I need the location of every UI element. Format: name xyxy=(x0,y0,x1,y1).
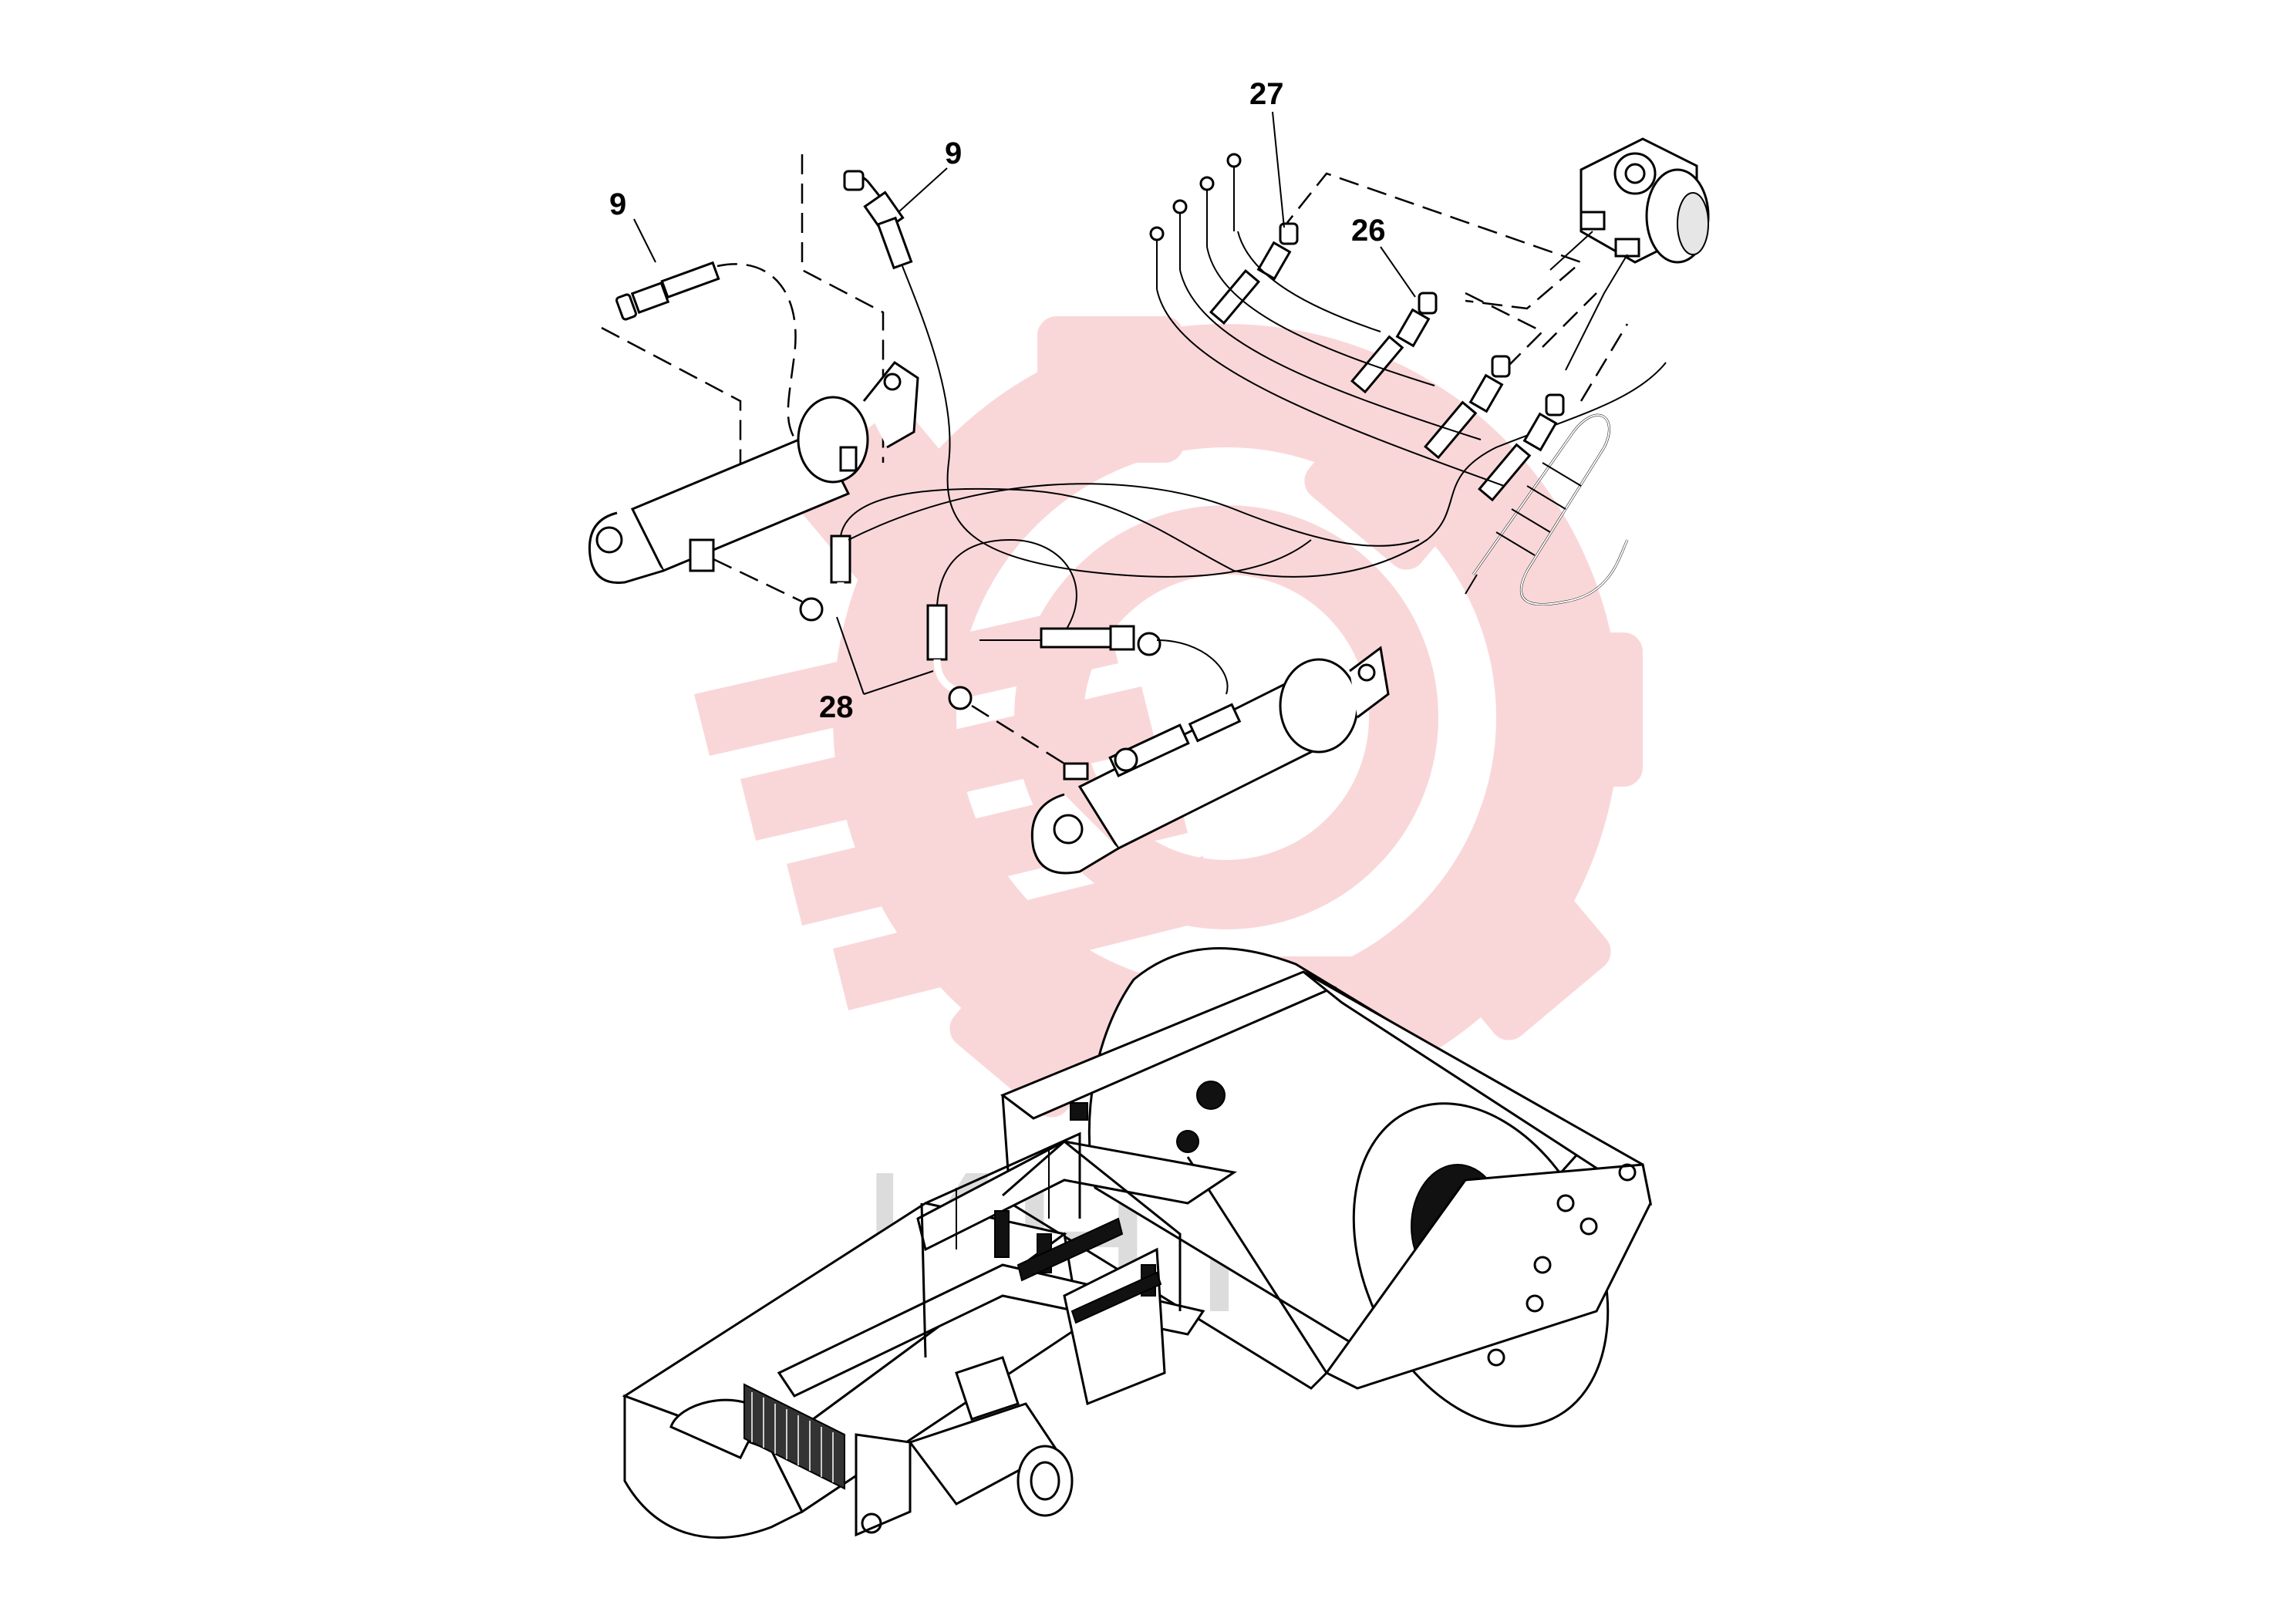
main-frame xyxy=(777,1081,1237,1406)
hose-middle xyxy=(979,625,1229,695)
hose-fitting-top xyxy=(843,170,1312,578)
hydraulic-cylinder-lower xyxy=(1030,646,1390,875)
hose-assembly xyxy=(588,137,1710,875)
hydraulic-cylinder-upper xyxy=(588,360,919,603)
radiator xyxy=(743,1383,845,1490)
callout-27: 27 xyxy=(1249,77,1284,111)
u-hose xyxy=(1465,413,1629,606)
drum-frame xyxy=(1000,970,1653,1390)
fittings-group xyxy=(1149,153,1565,502)
hydraulic-motor xyxy=(1549,137,1710,371)
callout-28: 28 xyxy=(819,690,854,724)
callout-26: 26 xyxy=(1351,214,1386,248)
callout-9-left: 9 xyxy=(609,187,626,221)
rear-axle xyxy=(855,1356,1074,1537)
side-panel xyxy=(925,1102,1088,1249)
callout-9-top: 9 xyxy=(945,137,962,170)
elbow-fitting-left xyxy=(799,487,1235,622)
leader-lines xyxy=(633,111,1416,695)
rear-chassis xyxy=(622,1202,1081,1539)
hose-fitting-left xyxy=(615,261,818,464)
elbow-fitting-right xyxy=(926,538,1077,765)
roller-machine xyxy=(622,947,1653,1539)
long-hose xyxy=(1233,362,1667,578)
callout-labels: 9 9 27 26 28 xyxy=(609,77,1386,724)
